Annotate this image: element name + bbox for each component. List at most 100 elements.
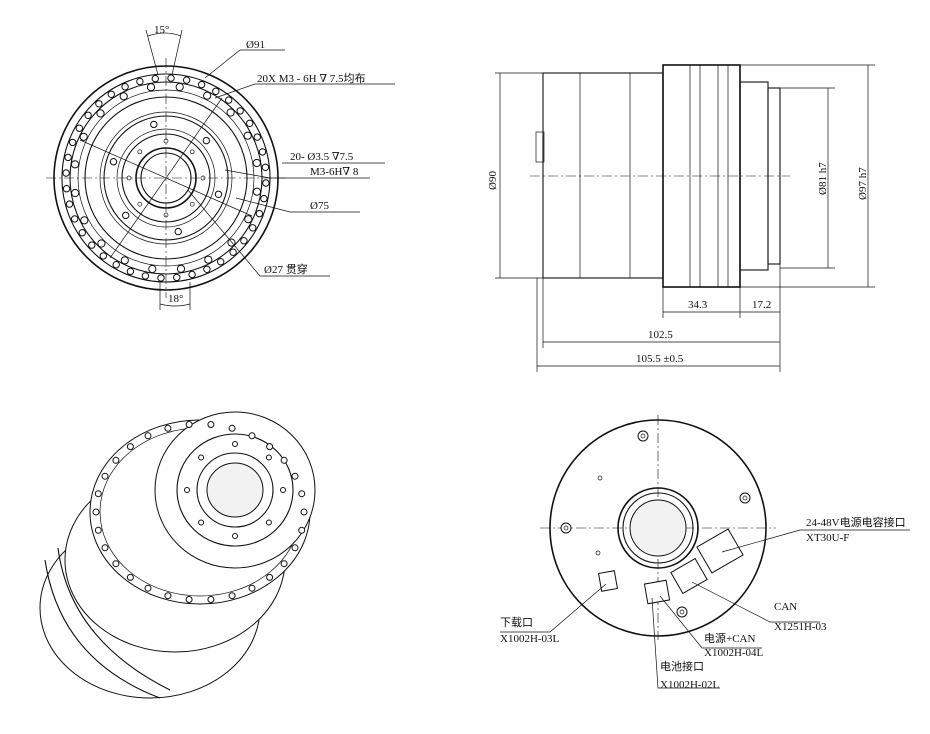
hole-spec-2-label: M3-6H∇ 8 <box>310 166 359 178</box>
bolt-hole <box>137 149 143 155</box>
battery-port-label: 电池接口 <box>660 660 704 673</box>
bolt-hole <box>260 194 268 203</box>
bolt-hole <box>126 573 134 581</box>
power-can-port-part: X1002H-04L <box>704 647 764 659</box>
bolt-hole <box>68 138 77 147</box>
bolt-hole <box>144 432 152 440</box>
bolt-hole <box>84 111 92 120</box>
bolt-hole <box>94 526 102 534</box>
bolt-hole <box>107 90 116 99</box>
bolt-hole <box>229 248 237 256</box>
bolt-hole <box>88 241 96 249</box>
bolt-hole <box>202 136 211 145</box>
bolt-hole <box>300 508 308 516</box>
bolt-hole <box>65 200 74 208</box>
bolt-hole <box>203 265 211 273</box>
bolt-hole <box>126 443 134 451</box>
bolt-hole <box>119 92 128 101</box>
bolt-hole <box>79 132 88 141</box>
power-connector-label: 24-48V电源电容接口 <box>806 515 906 529</box>
dia-pilot-label: Ø81 h7 <box>817 162 829 195</box>
bolt-hole <box>97 239 106 248</box>
bolt-hole <box>185 421 193 428</box>
bolt-hole <box>148 264 157 274</box>
bolt-hole <box>228 592 236 600</box>
bolt-hole <box>71 215 79 223</box>
bolt-hole <box>266 443 274 451</box>
power-can-port-label: 电源+CAN <box>704 631 755 645</box>
power-connector-part: XT30U-F <box>806 532 849 544</box>
bolt-hole <box>198 454 205 461</box>
len-102-label: 102.5 <box>648 329 673 341</box>
len-17-label: 17.2 <box>752 299 771 311</box>
bolt-hole <box>214 190 223 199</box>
bolt-hole <box>228 424 236 432</box>
bolt-hole <box>291 544 299 552</box>
bolt-hole <box>95 100 103 108</box>
hole-spec-1-label: 20- Ø3.5 ∇7.5 <box>290 151 354 163</box>
bolt-hole <box>151 74 160 83</box>
download-port-label: 下载口 <box>500 616 533 629</box>
bolt-hole <box>207 421 215 428</box>
bolt-hole <box>243 131 252 140</box>
bolt-hole <box>266 573 274 581</box>
isometric-view <box>39 411 316 699</box>
bolt-hole <box>248 432 256 440</box>
download-port-part: X1002H-03L <box>500 633 560 645</box>
bolt-hole <box>146 83 156 92</box>
bolt-hole <box>144 584 152 592</box>
bolt-hole <box>64 153 72 162</box>
bolt-hole <box>261 163 270 172</box>
bolt-hole <box>240 237 248 245</box>
bolt-hole <box>252 187 262 196</box>
rear-view: 24-48V电源电容接口 XT30U-F CAN X1251H-03 下载口 X… <box>500 415 910 691</box>
dia-bolt-circle-label: Ø75 <box>310 200 329 212</box>
bolt-hole <box>141 272 150 280</box>
bolt-hole <box>62 185 71 193</box>
bolt-hole <box>112 560 120 568</box>
bolt-hole <box>175 82 184 92</box>
bolt-hole <box>136 77 144 86</box>
bolt-hole <box>167 74 175 82</box>
bolt-hole <box>262 179 270 187</box>
bolt-hole <box>173 273 181 282</box>
iso-bolt-holes <box>92 421 308 603</box>
bolt-hole <box>185 596 193 603</box>
bolt-hole <box>225 96 233 104</box>
bolt-hole <box>112 456 120 464</box>
bolt-hole <box>70 160 80 169</box>
bolt-hole <box>197 80 206 89</box>
bolt-hole <box>188 270 196 279</box>
bolt-hole <box>248 584 256 592</box>
bolt-hole <box>232 441 238 447</box>
bolt-hole <box>126 267 135 276</box>
battery-port-part: X1002H-02L <box>660 679 720 691</box>
bolt-hole <box>176 264 186 273</box>
bolt-hole <box>252 158 261 168</box>
bolt-hole <box>109 158 118 166</box>
bolt-hole <box>157 274 165 282</box>
bolt-hole <box>203 91 212 100</box>
bolt-hole <box>298 526 306 534</box>
bolt-hole <box>244 215 253 224</box>
dia-bore-label: Ø27 贯穿 <box>264 262 308 276</box>
bolt-hole <box>207 596 215 603</box>
bolt-hole <box>71 188 80 198</box>
bolt-hole <box>217 258 225 266</box>
bolt-hole <box>164 592 172 600</box>
bolt-hole <box>258 148 267 156</box>
bolt-hole <box>291 472 299 480</box>
bolt-hole <box>96 109 105 118</box>
bolt-hole <box>174 227 182 236</box>
bolt-hole <box>121 83 129 91</box>
bolt-hole <box>137 201 143 207</box>
bolt-hole <box>232 533 238 539</box>
bolt-hole <box>265 519 272 526</box>
angle-top-label: 15° <box>154 24 169 36</box>
bolt-hole <box>189 149 195 155</box>
bolt-hole <box>94 490 102 498</box>
bolt-hole <box>246 119 254 128</box>
bolt-hole <box>80 216 89 225</box>
len-105-label: 105.5 ±0.5 <box>636 353 684 365</box>
bolt-hole <box>112 261 120 269</box>
